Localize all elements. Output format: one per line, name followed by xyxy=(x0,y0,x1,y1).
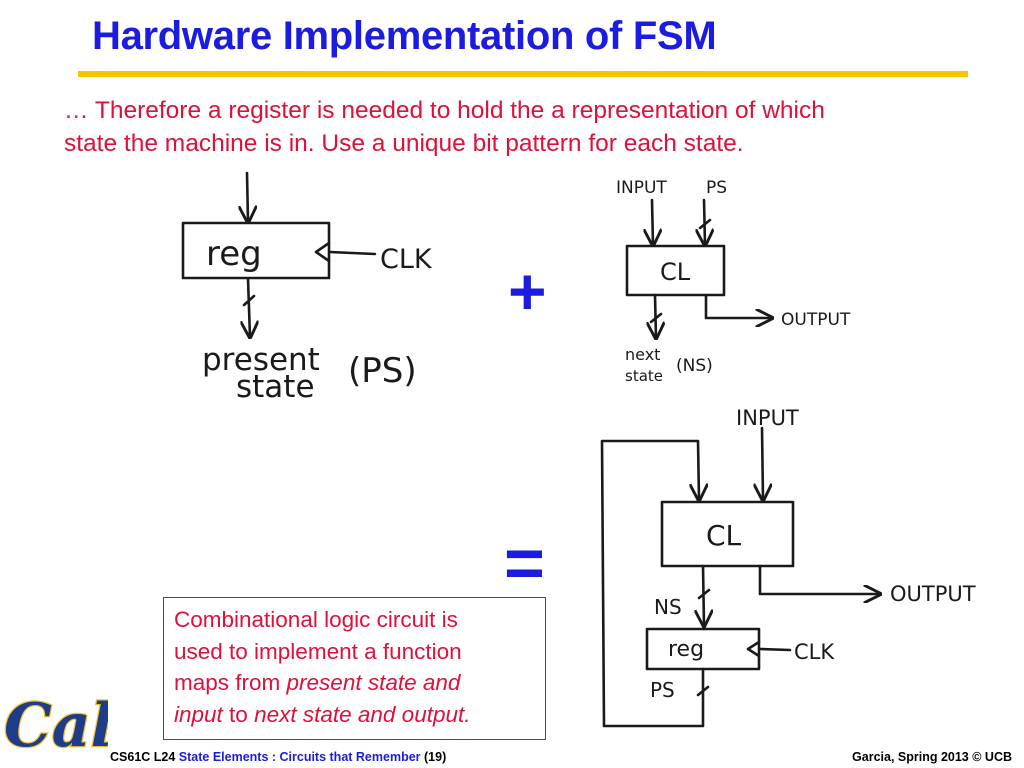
cl-ns-arrow xyxy=(655,293,656,338)
reg-output-arrow xyxy=(248,277,250,337)
callout-line-4: input to next state and output. xyxy=(174,699,535,731)
title-underline xyxy=(78,71,968,77)
reg-clk-label: CLK xyxy=(380,244,433,275)
cl-ps-slash xyxy=(698,218,712,230)
cl-ps-label: PS xyxy=(706,178,727,198)
fsm-clock-wire xyxy=(758,647,792,652)
fsm-feedback-loop xyxy=(600,439,703,728)
fsm-output-label: OUTPUT xyxy=(890,582,976,606)
footer-left: CS61C L24 State Elements : Circuits that… xyxy=(110,750,446,764)
fsm-clock-triangle xyxy=(746,640,761,658)
callout-line-3-plain: maps from xyxy=(174,670,287,695)
callout-line-4-italic-a: input xyxy=(174,701,223,727)
intro-text: … Therefore a register is needed to hold… xyxy=(64,94,1004,160)
fsm-ps-label: PS xyxy=(650,678,675,702)
callout-line-3-italic: present state and xyxy=(286,670,461,695)
footer-topic: State Elements : Circuits that Remember xyxy=(178,750,421,764)
fsm-ns-label: NS xyxy=(654,595,682,619)
callout-line-2: used to implement a function xyxy=(174,638,462,664)
fsm-diagram xyxy=(600,426,880,728)
callout-box: Combinational logic circuit is used to i… xyxy=(163,597,546,740)
callout-line-3: maps from present state and xyxy=(174,667,535,699)
intro-line-1: … Therefore a register is needed to hold… xyxy=(64,97,825,124)
footer-page: (19) xyxy=(420,750,447,764)
intro-line-2: state the machine is in. Use a unique bi… xyxy=(64,130,744,157)
reg-label: reg xyxy=(206,234,262,274)
fsm-ps-slash xyxy=(696,685,710,697)
fsm-cl-label: CL xyxy=(706,519,742,552)
cl-ns-slash xyxy=(649,312,663,324)
footer-right: Garcia, Spring 2013 © UCB xyxy=(852,750,1012,764)
fsm-input-label: INPUT xyxy=(736,406,799,430)
cl-input-label: INPUT xyxy=(616,178,667,198)
slide-title: Hardware Implementation of FSM xyxy=(92,14,717,58)
footer-course: CS61C L24 xyxy=(110,750,179,764)
reg-clock-wire xyxy=(328,250,377,256)
fsm-reg-label: reg xyxy=(668,637,704,662)
callout-line-1: Combinational logic circuit is xyxy=(174,607,458,632)
fsm-input-arrow xyxy=(762,426,763,500)
equals-symbol: = xyxy=(504,524,545,602)
state-label: state xyxy=(236,369,315,405)
present-label: present xyxy=(202,342,320,378)
reg-clock-triangle xyxy=(314,241,331,263)
reg-input-arrow xyxy=(247,171,248,222)
cl-ps-arrow xyxy=(704,198,705,245)
cl-box xyxy=(625,244,726,297)
callout-line-4-italic-b: next state and output. xyxy=(254,701,471,727)
next-label: next xyxy=(625,345,660,364)
cal-logo-text: Cal xyxy=(4,691,108,761)
cl-diagram xyxy=(625,198,772,338)
ns-abbrev-label: (NS) xyxy=(676,356,713,376)
cl-output-arrow xyxy=(704,293,772,318)
cal-logo: Cal xyxy=(3,690,108,763)
callout-line-4-plain: to xyxy=(222,701,255,727)
ps-abbrev-label: (PS) xyxy=(348,351,417,391)
cl-output-label: OUTPUT xyxy=(781,310,851,330)
cl-input-arrow xyxy=(652,198,653,245)
fsm-clk-label: CLK xyxy=(794,640,835,664)
cl-label: CL xyxy=(660,258,691,286)
reg-box xyxy=(181,221,331,280)
fsm-cl-box xyxy=(660,500,795,568)
fsm-output-arrow xyxy=(758,564,880,594)
state-label-2: state xyxy=(625,367,663,385)
register-diagram xyxy=(181,171,377,337)
plus-symbol: + xyxy=(508,254,547,328)
reg-bus-slash xyxy=(242,294,256,307)
fsm-ns-slash xyxy=(697,588,711,600)
